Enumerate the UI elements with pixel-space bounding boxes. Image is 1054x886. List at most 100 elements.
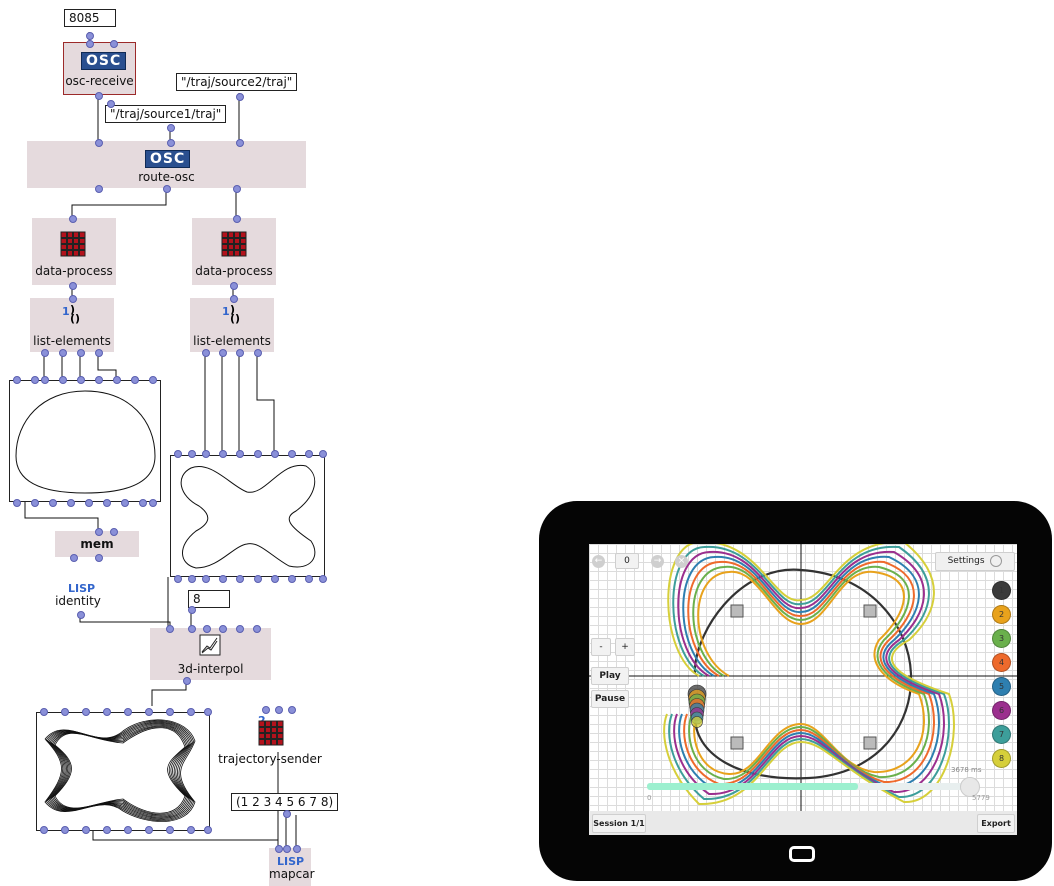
source-3-button[interactable]: 3	[992, 629, 1011, 648]
outlet[interactable]	[86, 32, 94, 40]
mapcar-box[interactable]	[269, 848, 311, 886]
inlet[interactable]	[236, 625, 244, 633]
outlet[interactable]	[77, 611, 85, 619]
inlet[interactable]	[86, 40, 94, 48]
frame-counter[interactable]: 0	[615, 553, 639, 569]
play-button[interactable]: Play	[591, 667, 629, 685]
outlet[interactable]	[95, 185, 103, 193]
outlet[interactable]	[219, 349, 227, 357]
trajectory-editor-2[interactable]	[170, 455, 325, 577]
outlet[interactable]	[236, 93, 244, 101]
outlet[interactable]	[236, 349, 244, 357]
clear-icon[interactable]: ×	[675, 555, 688, 568]
export-button[interactable]: Export	[977, 814, 1015, 833]
outlet[interactable]	[283, 810, 291, 818]
port[interactable]	[40, 708, 48, 716]
port[interactable]	[288, 450, 296, 458]
zoom-in-button[interactable]: +	[615, 638, 635, 656]
outlet[interactable]	[95, 554, 103, 562]
port[interactable]	[85, 499, 93, 507]
inlet[interactable]	[107, 100, 115, 108]
outlet[interactable]	[95, 349, 103, 357]
inlet[interactable]	[167, 139, 175, 147]
inlet[interactable]	[275, 845, 283, 853]
port[interactable]	[219, 450, 227, 458]
outlet[interactable]	[233, 185, 241, 193]
inlet[interactable]	[253, 625, 261, 633]
port-number-box[interactable]: 8085	[64, 9, 116, 27]
session-button[interactable]: Session 1/1	[592, 814, 646, 833]
port[interactable]	[103, 826, 111, 834]
port[interactable]	[113, 376, 121, 384]
port[interactable]	[124, 826, 132, 834]
source-2-button[interactable]: 2	[992, 605, 1011, 624]
settings-button[interactable]: Settings	[935, 552, 1015, 571]
source-1-button[interactable]: 1	[992, 581, 1011, 600]
port[interactable]	[77, 376, 85, 384]
interp-steps-box[interactable]: 8	[188, 590, 230, 608]
inlet[interactable]	[230, 295, 238, 303]
port[interactable]	[145, 708, 153, 716]
trajectory-canvas[interactable]	[589, 544, 1017, 835]
port[interactable]	[202, 450, 210, 458]
address-source1-box[interactable]: "/traj/source1/traj"	[105, 105, 227, 123]
inlet[interactable]	[219, 625, 227, 633]
source-list-box[interactable]: (1 2 3 4 5 6 7 8)	[231, 793, 339, 811]
port[interactable]	[103, 708, 111, 716]
port[interactable]	[288, 575, 296, 583]
port[interactable]	[219, 575, 227, 583]
port[interactable]	[124, 708, 132, 716]
inlet[interactable]	[95, 139, 103, 147]
address-source2-box[interactable]: "/traj/source2/traj"	[176, 73, 298, 91]
outlet[interactable]	[70, 554, 78, 562]
port[interactable]	[139, 499, 147, 507]
port[interactable]	[204, 826, 212, 834]
port[interactable]	[121, 499, 129, 507]
timeline-handle[interactable]	[960, 777, 980, 797]
port[interactable]	[95, 376, 103, 384]
port[interactable]	[31, 499, 39, 507]
inlet[interactable]	[95, 528, 103, 536]
port[interactable]	[305, 450, 313, 458]
home-button-icon[interactable]	[789, 846, 815, 862]
port[interactable]	[319, 450, 327, 458]
outlet[interactable]	[69, 282, 77, 290]
port[interactable]	[149, 376, 157, 384]
port[interactable]	[188, 450, 196, 458]
outlet[interactable]	[59, 349, 67, 357]
inlet[interactable]	[69, 295, 77, 303]
port[interactable]	[145, 826, 153, 834]
port[interactable]	[31, 376, 39, 384]
inlet[interactable]	[166, 625, 174, 633]
inlet[interactable]	[275, 706, 283, 714]
port[interactable]	[204, 708, 212, 716]
undo-icon[interactable]: ←	[592, 555, 605, 568]
outlet[interactable]	[77, 349, 85, 357]
port[interactable]	[305, 575, 313, 583]
port[interactable]	[187, 708, 195, 716]
inlet[interactable]	[236, 139, 244, 147]
source-5-button[interactable]: 5	[992, 677, 1011, 696]
port[interactable]	[271, 575, 279, 583]
source-4-button[interactable]: 4	[992, 653, 1011, 672]
zoom-out-button[interactable]: -	[591, 638, 611, 656]
inlet[interactable]	[262, 706, 270, 714]
port[interactable]	[82, 826, 90, 834]
outlet[interactable]	[95, 92, 103, 100]
port[interactable]	[174, 575, 182, 583]
port[interactable]	[82, 708, 90, 716]
inlet[interactable]	[188, 625, 196, 633]
port[interactable]	[67, 499, 75, 507]
port[interactable]	[188, 575, 196, 583]
port[interactable]	[149, 499, 157, 507]
port[interactable]	[202, 575, 210, 583]
port[interactable]	[166, 826, 174, 834]
outlet[interactable]	[188, 606, 196, 614]
port[interactable]	[59, 376, 67, 384]
port[interactable]	[13, 499, 21, 507]
port[interactable]	[13, 376, 21, 384]
source-7-button[interactable]: 7	[992, 725, 1011, 744]
list-elements-box-1[interactable]	[30, 298, 114, 352]
outlet[interactable]	[167, 124, 175, 132]
trajectory-editor-1[interactable]	[9, 380, 161, 502]
